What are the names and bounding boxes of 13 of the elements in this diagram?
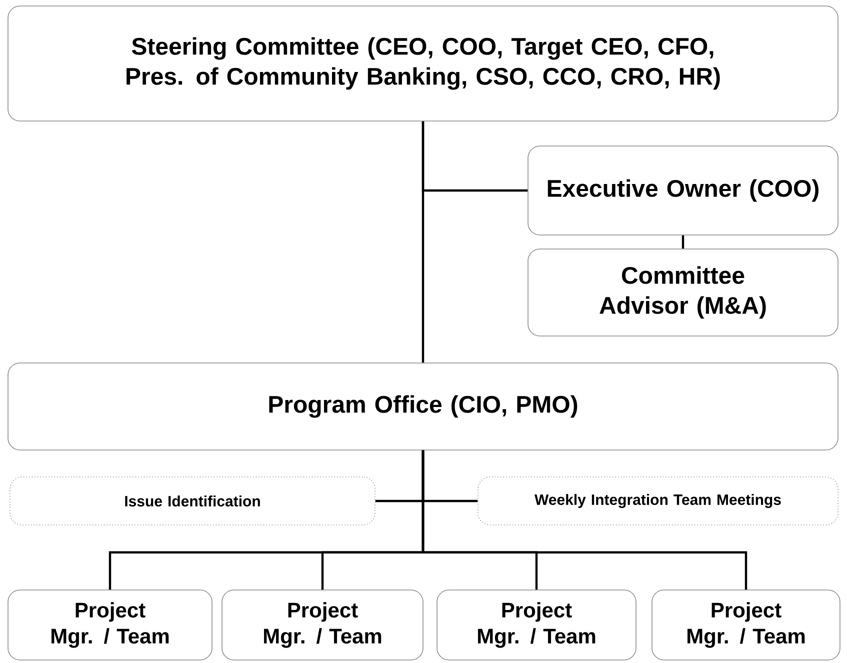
- activity-box: Issue Identification: [10, 476, 376, 526]
- team-box: Project Mgr. / Team: [652, 590, 840, 660]
- role-box: Executive Owner (COO): [528, 146, 838, 236]
- office-box: Program Office (CIO, PMO): [8, 362, 838, 450]
- connector-line: [682, 235, 684, 249]
- activity-box: Weekly Integration Team Meetings: [478, 476, 838, 526]
- committee-box: Steering Committee (CEO, COO, Target CEO, CFO, Pres. of Community Banking, CSO, CCO, CRO, HR): [8, 6, 838, 122]
- team-box: Project Mgr. / Team: [222, 590, 424, 660]
- connector-line: [422, 121, 528, 192]
- connector-line: [422, 450, 748, 590]
- team-box: Project Mgr. / Team: [8, 590, 212, 660]
- role-box: Committee Advisor (M&A): [528, 248, 838, 336]
- team-box: Project Mgr. / Team: [436, 590, 636, 660]
